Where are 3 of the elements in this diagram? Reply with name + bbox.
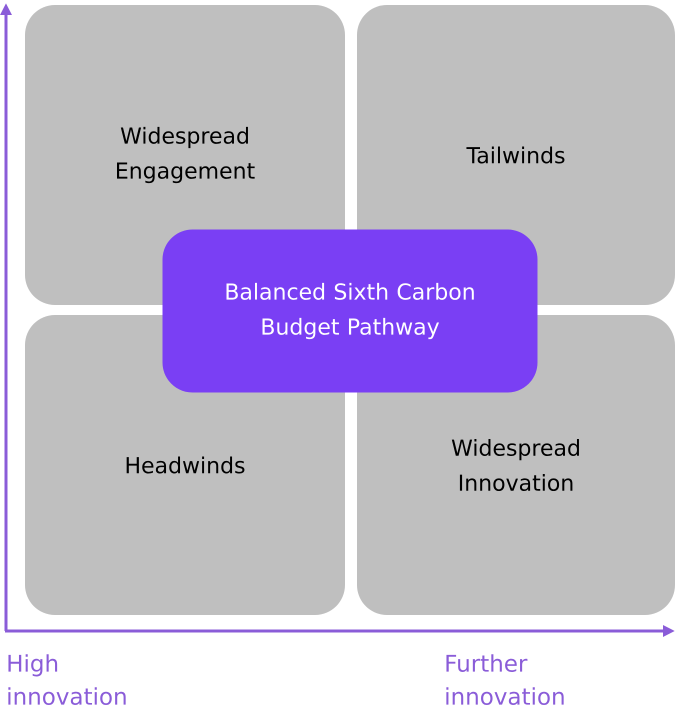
axis-label: Further innovation	[446, 654, 564, 705]
axis-label: High innovation	[8, 654, 126, 705]
pathway-box: Balanced Sixth Carbon Budget Pathway	[162, 230, 538, 392]
